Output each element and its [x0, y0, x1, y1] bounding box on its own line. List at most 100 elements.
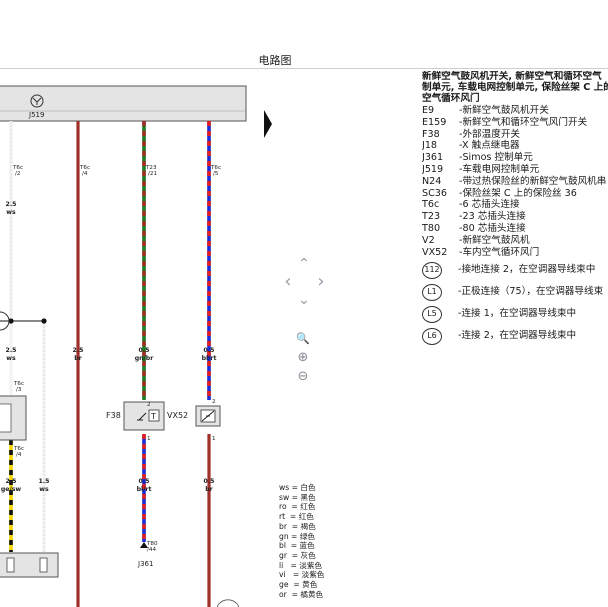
wire-size-label: 0.5 — [204, 347, 215, 354]
t80-connector: T80 — [146, 541, 158, 547]
legend-connector: L6-连接 2，在空调器导线束中 — [422, 326, 608, 346]
legend-item-desc: -新鲜空气鼓风机开关 — [459, 105, 549, 116]
pan-right-button[interactable]: › — [317, 271, 325, 292]
legend-connector: L5-连接 1，在空调器导线束中 — [422, 304, 608, 324]
legend-item: E159-新鲜空气和循环空气风门开关 — [422, 117, 608, 129]
legend-item-desc: -Simos 控制单元 — [459, 152, 533, 164]
legend-item-code: F38 — [422, 128, 440, 140]
zoom-out-button[interactable]: ⊖ — [297, 369, 309, 384]
header-divider — [0, 68, 608, 69]
f38-t-box — [148, 409, 160, 422]
legend-item-desc: -车内空气循环风门 — [459, 246, 540, 258]
legend-item-code: J519 — [422, 163, 444, 175]
connector-badge: L6 — [422, 327, 442, 345]
legend-title-line: 空气循环风门 — [422, 93, 480, 104]
wire-size-label: 2.5 — [6, 347, 17, 354]
wire-color-label: ws — [6, 209, 16, 216]
pan-up-button[interactable]: ⌃ — [298, 256, 310, 272]
wire-color-entry: ws = 白色 — [279, 483, 316, 492]
legend-item-code: SC36 — [422, 187, 447, 199]
legend-item: T6c -6 芯插头连接 — [422, 199, 608, 211]
wire-color-label: br — [205, 486, 213, 493]
expand-arrow-icon[interactable] — [264, 110, 272, 138]
pin-number: 1 — [212, 436, 216, 442]
f38-label: F38 — [106, 411, 121, 420]
pin-number: 2 — [147, 402, 151, 408]
pin-number: 1 — [147, 436, 151, 442]
legend-item-code: E159 — [422, 116, 447, 128]
wire-color-entry: li = 淡紫色 — [279, 560, 323, 570]
connector-label: T6c — [12, 165, 23, 171]
wire-color-label: bl/rt — [202, 355, 217, 362]
legend-item-code: E9 — [422, 105, 435, 116]
switch-icon — [137, 412, 147, 421]
bottom-component-fuse — [39, 557, 48, 573]
legend-title: 新鲜空气鼓风机开关, 新鲜空气和循环空气 制单元, 车载电网控制单元, 保险丝架… — [422, 71, 608, 104]
connector-label: T23 — [145, 165, 157, 171]
wire-color-label: gn/br — [135, 355, 155, 362]
legend-item-desc: -带过热保险丝的新鲜空气鼓风机串 — [459, 175, 607, 187]
legend-item: N24 -带过热保险丝的新鲜空气鼓风机串 — [422, 176, 608, 188]
legend-item-code: J18 — [422, 140, 438, 152]
wire-size-label: 0.5 — [139, 478, 150, 485]
f38-t-label: T — [150, 412, 156, 421]
connector-pin: /3 — [16, 387, 22, 393]
junction-dot — [8, 318, 14, 324]
zoom-fit-button[interactable]: 🔍 — [296, 332, 310, 345]
legend-item-code: N24 — [422, 175, 442, 187]
legend-title-line: 制单元, 车载电网控制单元, 保险丝架 C 上的 — [422, 82, 608, 93]
connector-pin: /5 — [213, 171, 219, 177]
partial-circle-left — [0, 311, 10, 331]
connector-pin: /4 — [16, 452, 22, 458]
legend-item-desc: -车载电网控制单元 — [459, 163, 540, 175]
partial-circle-bottom — [216, 599, 240, 607]
connector-label: T6c — [79, 165, 90, 171]
legend-item: SC36-保险丝架 C 上的保险丝 36 — [422, 188, 608, 200]
wire-size-label: 0.5 — [139, 347, 150, 354]
wire-color-label: ws — [39, 486, 49, 493]
legend-item-desc: -外部温度开关 — [459, 128, 521, 140]
legend-item-desc: -23 芯插头连接 — [459, 211, 526, 223]
legend-item-desc: -80 芯插头连接 — [459, 222, 526, 234]
wire-color-entry: vi = 淡紫色 — [279, 570, 325, 580]
wire-color-label: ws — [6, 355, 16, 362]
legend-connector-desc: -连接 1，在空调器导线束中 — [458, 308, 577, 320]
legend-item-desc: -6 芯插头连接 — [459, 199, 520, 211]
wire-color-entry: br = 褐色 — [279, 521, 316, 531]
vx52-label: VX52 — [167, 411, 188, 420]
connector-label: T6c — [210, 165, 221, 171]
wire-size-label: 0.5 — [204, 478, 215, 485]
wire-color-entry: ge = 黄色 — [279, 580, 318, 590]
wire-size-label: 2.5 — [6, 201, 17, 208]
legend-item: E9 -新鲜空气鼓风机开关 — [422, 105, 608, 117]
wire-color-entry: sw = 黑色 — [279, 492, 316, 502]
pin-number: 2 — [212, 399, 216, 405]
legend-item: T23-23 芯插头连接 — [422, 211, 608, 223]
connector-pin: /21 — [148, 171, 157, 177]
zoom-in-button[interactable]: ⊕ — [297, 350, 309, 365]
wire-color-label: bl/rt — [137, 486, 152, 493]
legend-connector: L1-正极连接（75），在空调器导线束 — [422, 282, 608, 302]
legend-item-code: T6c — [422, 199, 440, 211]
legend-panel: 新鲜空气鼓风机开关, 新鲜空气和循环空气 制单元, 车载电网控制单元, 保险丝架… — [422, 71, 608, 361]
j361-label: J361 — [137, 560, 153, 568]
legend-connector-desc: -正极连接（75），在空调器导线束 — [458, 286, 604, 298]
j519-box — [0, 85, 247, 122]
legend-connector: 112-接地连接 2，在空调器导线束中 — [422, 260, 608, 280]
legend-item-code: VX52 — [422, 246, 448, 258]
legend-item: J18-X 触点继电器 — [422, 140, 608, 152]
legend-item: J519 -车载电网控制单元 — [422, 164, 608, 176]
legend-connector-desc: -接地连接 2，在空调器导线束中 — [458, 264, 596, 276]
bottom-component-fuse — [6, 557, 15, 573]
wire-color-label: ge/sw — [1, 486, 22, 493]
j361-arrow-icon — [140, 542, 148, 548]
bottom-component-box — [0, 552, 59, 578]
pan-left-button[interactable]: ‹ — [284, 271, 292, 292]
j519-label: J519 — [28, 111, 44, 119]
motor-flap-icon — [201, 410, 215, 422]
pan-down-button[interactable]: ⌄ — [298, 292, 310, 308]
wire-color-entry: gn = 绿色 — [279, 531, 316, 541]
